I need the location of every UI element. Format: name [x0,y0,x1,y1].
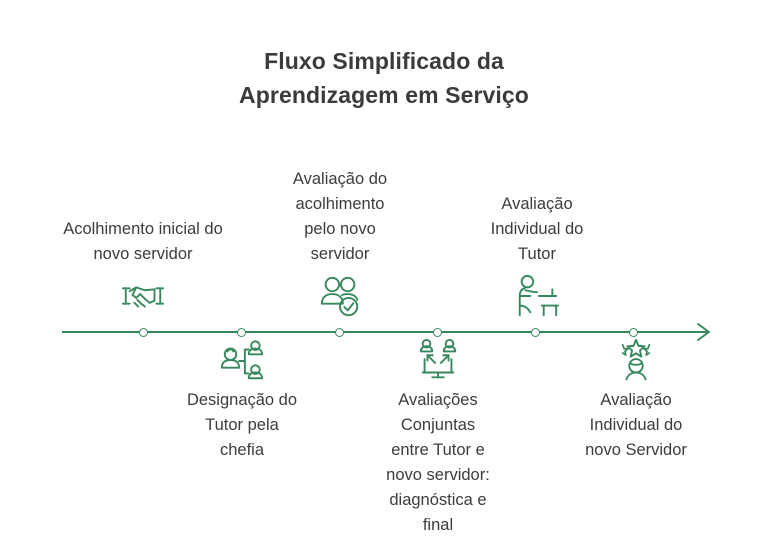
person-three-stars-icon [613,338,659,384]
step-3-label: Avaliação do acolhimento pelo novo servi… [292,170,388,263]
timeline-step-3[interactable]: Avaliação do acolhimento pelo novo servi… [259,167,421,319]
title-line-2: Aprendizagem em Serviço [239,82,529,108]
timeline-node-2 [236,327,246,337]
org-chart-people-icon [219,338,265,384]
step-2-label: Designação do Tutor pela chefia [186,391,298,459]
page-title: Fluxo Simplificado da Aprendizagem em Se… [0,44,768,112]
handshake-icon [120,273,166,319]
title-line-1: Fluxo Simplificado da [264,48,504,74]
timeline-step-4[interactable]: Avaliações Conjuntas entre Tutor e novo … [362,338,514,538]
two-people-check-icon [317,273,363,319]
timeline-node-5 [530,327,540,337]
step-4-label: Avaliações Conjuntas entre Tutor e novo … [386,391,490,534]
person-at-desk-icon [514,273,560,319]
timeline-axis [62,331,708,333]
step-1-label: Acolhimento inicial do novo servidor [63,220,223,263]
timeline-node-1 [138,327,148,337]
step-5-label: Avaliação Individual do Tutor [490,195,584,263]
timeline-step-1[interactable]: Acolhimento inicial do novo servidor [33,217,253,319]
timeline-step-6[interactable]: Avaliação Individual do novo Servidor [558,338,714,463]
timeline-node-4 [432,327,442,337]
timeline-step-5[interactable]: Avaliação Individual do Tutor [459,192,615,319]
timeline-node-3 [334,327,344,337]
monitor-two-people-arrows-icon [415,338,461,384]
timeline-node-6 [628,327,638,337]
step-6-label: Avaliação Individual do novo Servidor [585,391,687,459]
timeline-step-2[interactable]: Designação do Tutor pela chefia [162,338,322,463]
timeline-arrow-icon [694,321,716,343]
